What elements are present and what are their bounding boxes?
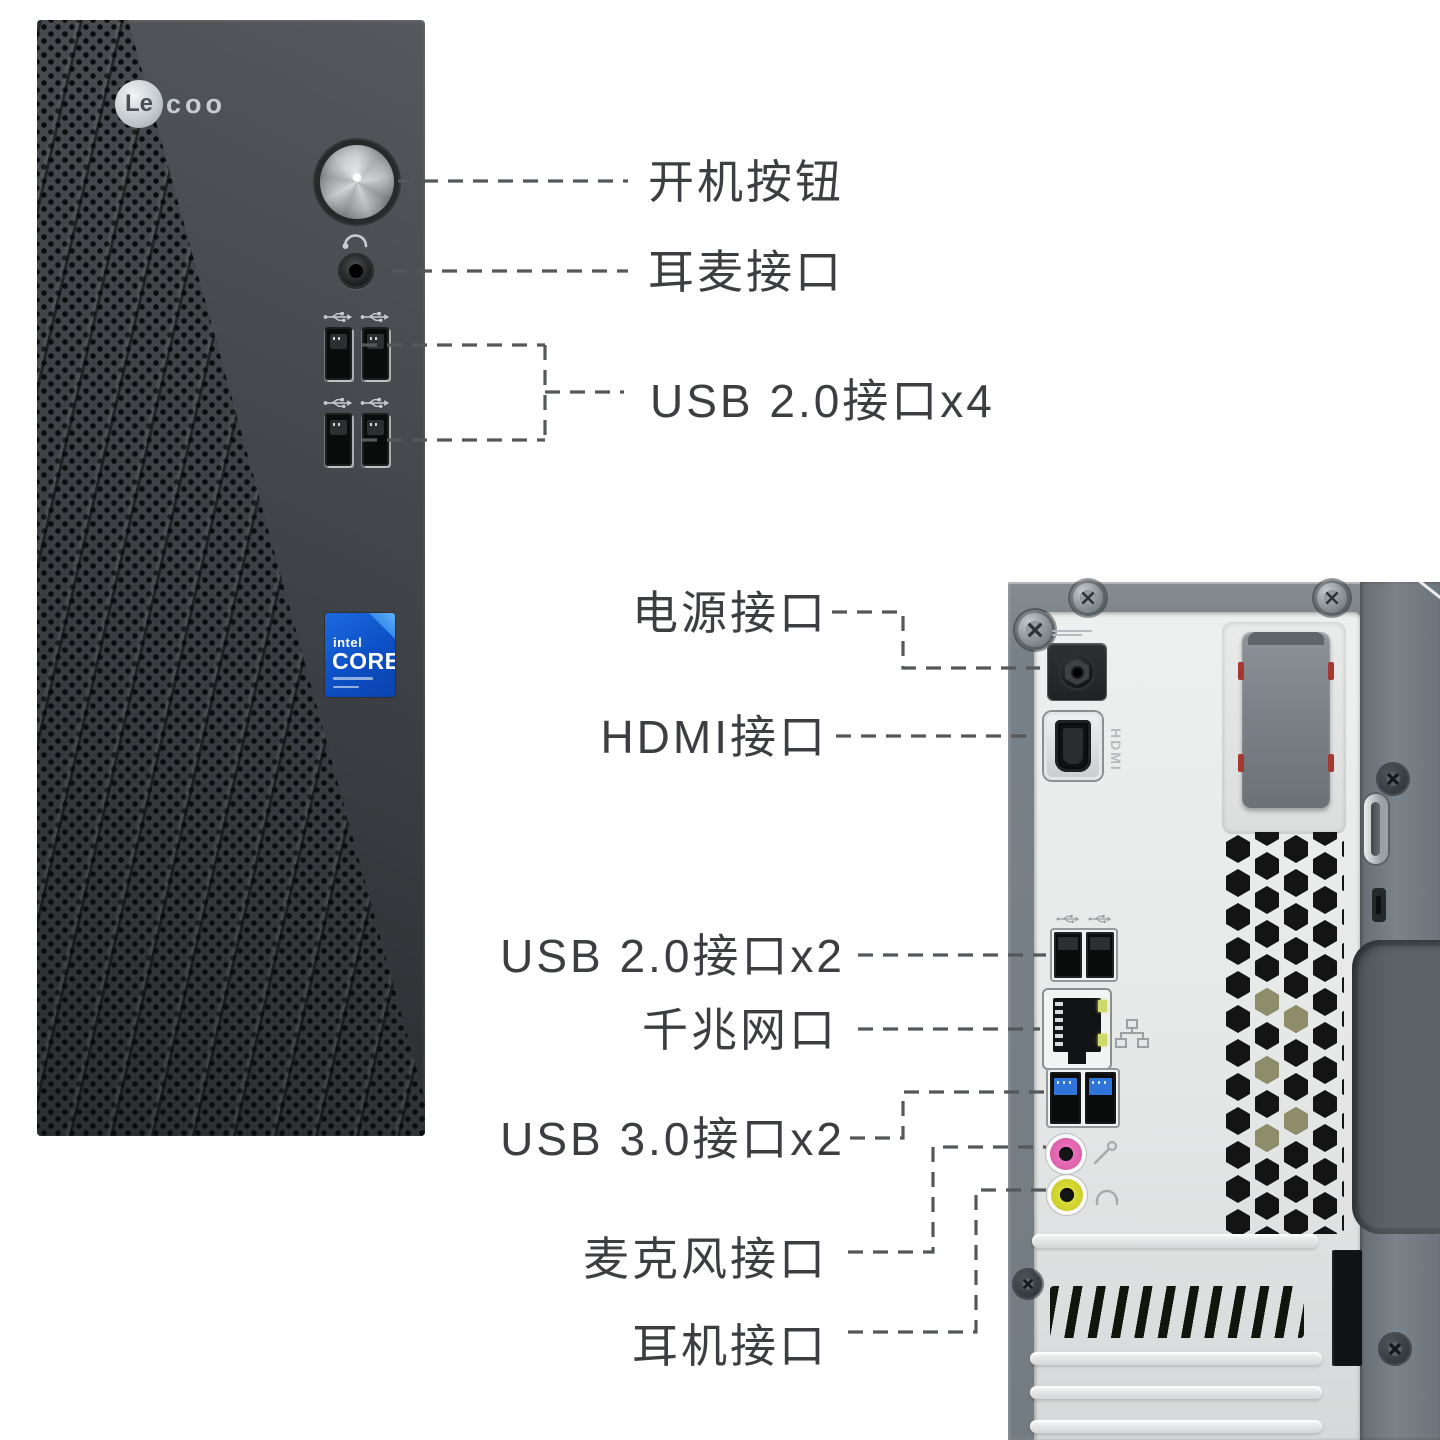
usb-icon — [1056, 912, 1086, 926]
slot-bracket — [1332, 1250, 1362, 1366]
rear-usb3-ports — [1048, 1070, 1118, 1126]
usb-icon — [1088, 912, 1118, 926]
callout-label-mic: 麦克风接口 — [583, 1233, 828, 1285]
side-panel-latch — [1364, 794, 1388, 864]
front-usb-port — [362, 327, 389, 380]
callout-label-hdmi: HDMI接口 — [600, 711, 828, 763]
panel-ridge — [1032, 1234, 1318, 1248]
ethernet-port — [1044, 990, 1110, 1068]
power-button — [320, 145, 394, 219]
front-usb-port — [362, 413, 389, 466]
usb-icon — [360, 396, 390, 410]
panel-ridge — [1030, 1352, 1322, 1365]
power-port — [1048, 644, 1106, 700]
hdmi-port — [1044, 712, 1102, 780]
rear-usb2-ports — [1052, 930, 1116, 980]
panel-ridge — [1030, 1386, 1322, 1399]
lecoo-logo: Le coo — [115, 80, 226, 128]
badge-corner-accent — [369, 613, 395, 639]
callout-label-rear-usb2: USB 2.0接口x2 — [500, 930, 845, 982]
mic-jack — [1050, 1138, 1082, 1170]
intel-core-badge: intel CORE — [325, 613, 395, 697]
intel-brand-text: intel — [333, 635, 363, 650]
front-usb-port — [325, 413, 352, 466]
screw — [1380, 1334, 1410, 1364]
headset-jack — [338, 253, 374, 289]
mic-icon — [1090, 1138, 1120, 1168]
callout-label-power-button: 开机按钮 — [648, 156, 844, 208]
headphone-jack — [1051, 1179, 1083, 1211]
network-icon — [1114, 1018, 1150, 1050]
usb-icon — [360, 310, 390, 324]
lecoo-logo-circle: Le — [115, 80, 163, 128]
vent-olive-glow — [1255, 988, 1279, 1016]
usb-icon — [323, 310, 353, 324]
screw — [1070, 580, 1106, 616]
callout-label-rear-usb3: USB 3.0接口x2 — [500, 1113, 845, 1165]
headphone-icon — [1092, 1182, 1122, 1212]
hdmi-engraving: HDMI — [1108, 728, 1124, 772]
callout-label-headset-jack: 耳麦接口 — [648, 246, 844, 298]
callout-label-front-usb: USB 2.0接口x4 — [650, 375, 995, 427]
psu-bracket — [1238, 632, 1334, 808]
pc-rear-panel: HDMI — [1008, 572, 1440, 1440]
pc-front-tower: Le coo — [37, 20, 425, 1136]
power-port-microtext — [1052, 628, 1098, 638]
callout-label-headphone: 耳机接口 — [632, 1320, 828, 1372]
hex-vent-grille — [1224, 832, 1344, 1234]
usb-icon — [323, 396, 353, 410]
lecoo-logo-text: coo — [166, 88, 227, 119]
headset-icon — [339, 225, 371, 253]
callout-label-power-port: 电源接口 — [632, 587, 828, 639]
kensington-lock-slot — [1372, 888, 1386, 922]
panel-ridge — [1030, 1420, 1322, 1433]
front-usb-port — [325, 327, 352, 380]
callout-label-lan: 千兆网口 — [642, 1004, 838, 1056]
expansion-slot-vent — [1050, 1286, 1304, 1338]
screw — [1014, 1270, 1042, 1298]
core-line-text: CORE — [332, 648, 395, 674]
screw — [1378, 764, 1408, 794]
screw — [1314, 580, 1350, 616]
handle-recess — [1352, 940, 1440, 1234]
